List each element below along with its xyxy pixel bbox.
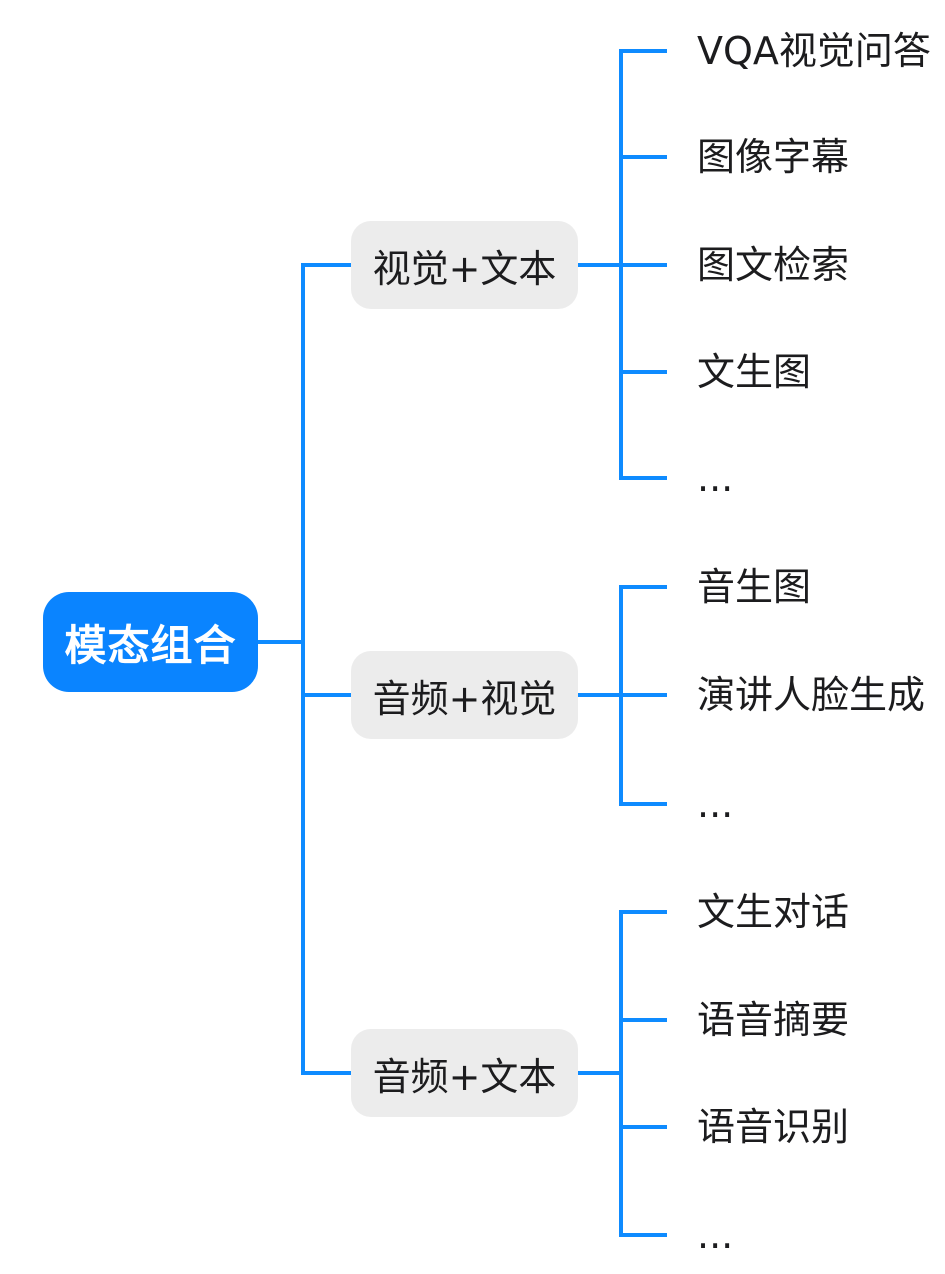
branch-node-label: 视觉+文本 [372,246,557,291]
branch-node: 视觉+文本 [351,221,578,309]
leaf-tick-line [621,476,667,480]
child-vertical-line [619,910,623,1237]
branch-connector-line [303,1071,351,1075]
branch-connector-line [303,263,351,267]
node-child-connector-line [578,1071,623,1075]
leaf-label: 语音识别 [697,1105,850,1149]
leaf-label: ... [697,782,734,826]
trunk-vertical-line [301,263,305,1075]
leaf-label: 演讲人脸生成 [697,673,926,717]
branch-node: 音频+文本 [351,1029,578,1117]
branch-node-label: 音频+文本 [372,1054,557,1099]
leaf-tick-line [621,370,667,374]
leaf-tick-line [621,802,667,806]
leaf-tick-line [621,155,667,159]
branch-node-label: 音频+视觉 [372,676,557,721]
leaf-label: 文生对话 [697,890,850,934]
node-child-connector-line [578,693,623,697]
leaf-label: VQA视觉问答 [697,29,931,73]
root-node: 模态组合 [43,592,258,692]
leaf-label: 文生图 [697,350,812,394]
node-child-connector-line [578,263,623,267]
leaf-label: ... [697,1213,734,1257]
leaf-label: 语音摘要 [697,998,850,1042]
leaf-tick-line [621,263,667,267]
leaf-label: 图文检索 [697,243,850,287]
branch-connector-line [303,693,351,697]
leaf-tick-line [621,1125,667,1129]
leaf-tick-line [621,693,667,697]
branch-node: 音频+视觉 [351,651,578,739]
leaf-label: 图像字幕 [697,135,850,179]
leaf-tick-line [621,1018,667,1022]
root-connector-line [258,640,305,644]
root-node-label: 模态组合 [64,620,237,670]
leaf-label: 音生图 [697,565,812,609]
leaf-tick-line [621,49,667,53]
leaf-tick-line [621,910,667,914]
leaf-tick-line [621,1233,667,1237]
leaf-label: ... [697,456,734,500]
leaf-tick-line [621,585,667,589]
